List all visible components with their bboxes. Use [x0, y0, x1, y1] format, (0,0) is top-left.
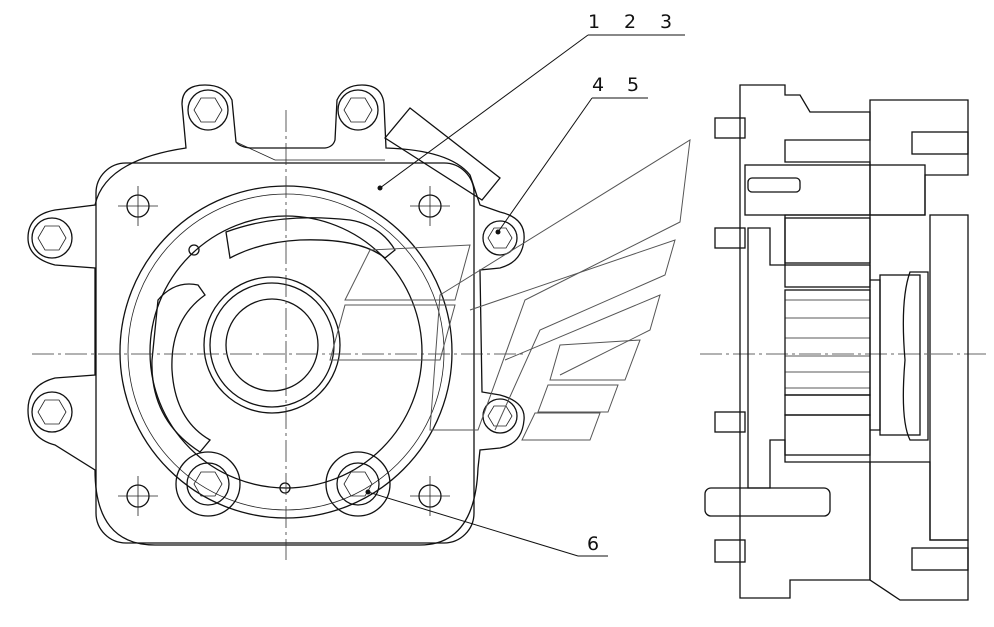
shaft-section: [744, 164, 926, 216]
callout-1-2-3: 1 2 3: [377, 11, 685, 191]
callout-label-2: 2: [624, 11, 636, 33]
section-view: [700, 84, 990, 601]
corner-hole-br: [410, 476, 450, 516]
bolt-head-icon: [482, 398, 518, 434]
bolt-head-icon: [337, 89, 379, 131]
watermark-logo-icon: [329, 139, 691, 441]
cover-plate: [739, 84, 871, 599]
pump-body: [869, 99, 969, 601]
key-pin: [747, 177, 801, 193]
corner-hole-bl: [118, 476, 158, 516]
shaft-bore-outer: [203, 276, 341, 414]
stud-lower: [714, 539, 746, 563]
gear-ring-upper: [784, 264, 871, 288]
bolt-head-icon: [187, 89, 229, 131]
square-flange: [95, 162, 475, 544]
stud-right-upper: [911, 131, 969, 155]
stud-right-lower: [911, 547, 969, 571]
callout-label-6: 6: [587, 533, 599, 555]
corner-hole-tl: [118, 186, 158, 226]
callout-label-1: 1: [588, 11, 600, 33]
kidney-port-upper: [225, 217, 396, 260]
callout-4-5: 4 5: [495, 74, 648, 235]
shaft-seal: [902, 271, 929, 441]
callout-label-3: 3: [660, 11, 672, 33]
leader-dot-icon: [377, 185, 383, 191]
callout-label-5: 5: [627, 74, 639, 96]
bolt-head-icon: [31, 391, 73, 433]
outlet-channel: [929, 214, 969, 541]
name-plate-tab: [384, 107, 501, 201]
seal-cavity: [879, 274, 921, 436]
front-view: [27, 84, 525, 560]
stud-upper: [714, 117, 746, 139]
housing-edge: [235, 141, 276, 161]
shaft-bore-inner: [225, 298, 319, 392]
bolt-head-icon: [31, 217, 73, 259]
callout-6: 6: [365, 489, 608, 557]
shaft-bore-mid: [209, 282, 335, 408]
bolt-head-icon: [175, 451, 241, 517]
dowel-hole: [188, 244, 200, 256]
gear-tooth-lower: [784, 414, 871, 456]
housing-outline: [27, 84, 525, 546]
dowel-pin-lower: [704, 487, 831, 517]
callout-label-4: 4: [592, 74, 604, 96]
corner-hole-tr: [410, 186, 450, 226]
drain-hole: [279, 482, 291, 494]
stud-mid-lower: [714, 411, 746, 433]
leader-dot-icon: [495, 229, 501, 235]
gear-ring-lower: [784, 394, 871, 416]
kidney-port-lower: [151, 283, 211, 453]
gear-tooth-upper: [784, 217, 871, 264]
bolt-head-icon: [325, 451, 391, 517]
leader-dot-icon: [365, 489, 371, 495]
stud-mid-upper: [714, 227, 746, 249]
needle-bearing: [784, 289, 871, 396]
bolt-head-icon: [482, 220, 518, 256]
